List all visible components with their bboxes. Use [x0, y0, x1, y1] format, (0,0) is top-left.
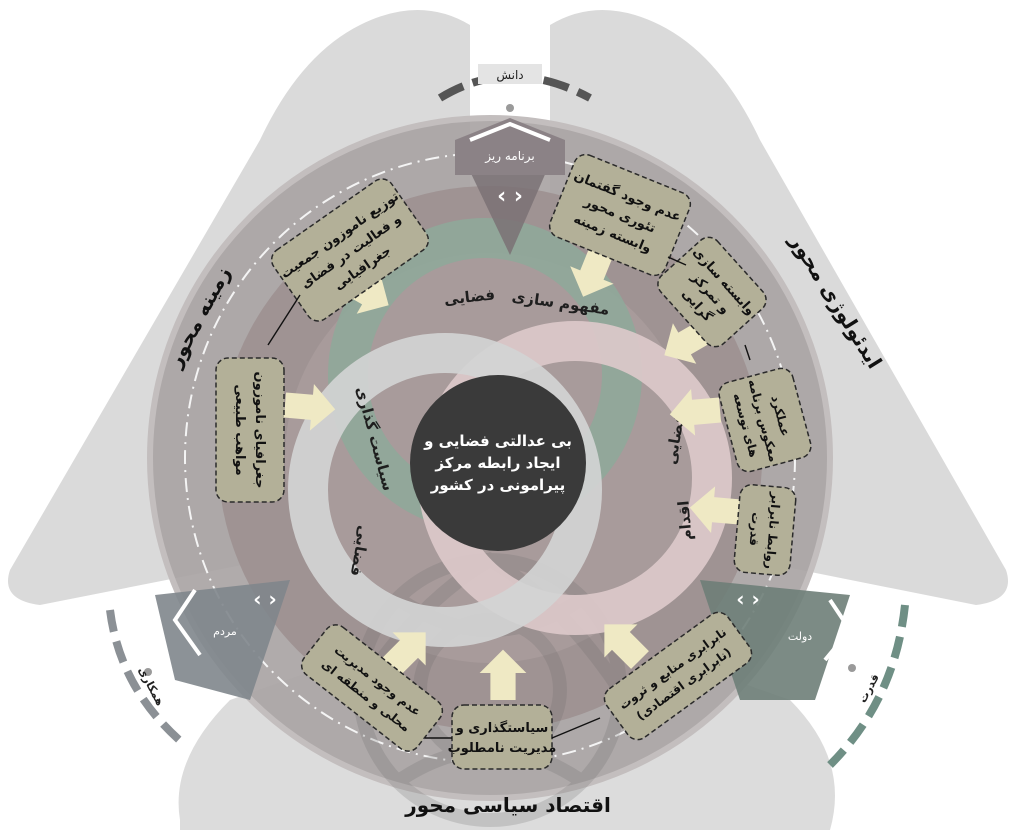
box4-line2: قدرت [747, 512, 764, 547]
factor-box-8: جغرافیای ناموزون مواهب طبیعی [215, 357, 285, 503]
actor-top: برنامه ریز ‹ › [455, 104, 565, 255]
actor-right-chevrons: ‹ › [736, 587, 759, 611]
connector-top-label: دانش [496, 68, 523, 83]
factor-box-4: روابط نابرابر قدرت [733, 483, 797, 577]
actor-left-chevrons: ‹ › [253, 587, 276, 611]
actor-left: مردم ‹ › [144, 580, 290, 700]
connector-right: قدرت [827, 604, 909, 768]
box8-line1: جغرافیای ناموزون [252, 371, 267, 488]
arrow-bottom [479, 649, 527, 700]
arrow-top-right [570, 245, 614, 297]
arrow-bottom-right [604, 624, 649, 669]
actor-left-label: مردم [213, 625, 237, 638]
box6-line2: مدیریت نامطلوب [448, 741, 557, 756]
factor-box-6: سیاستگذاری و مدیریت نامطلوب [448, 704, 557, 770]
center-text: بی عدالتی فضایی و ایجاد رابطه مرکز پیرام… [423, 432, 572, 495]
factor-box-2: وابسته سازی و تمرکز گرایی [657, 236, 767, 348]
factor-box-3: عملکرد معکوس برنامه های توسعه [718, 367, 812, 473]
arrow-right-2 [669, 389, 722, 436]
actor-top-label: برنامه ریز [484, 149, 534, 164]
center-line-2: ایجاد رابطه مرکز [434, 454, 560, 472]
center-circle [410, 375, 586, 551]
actor-top-chevrons: ‹ › [497, 184, 523, 209]
arrow-right-3 [689, 486, 742, 533]
center-line-1: بی عدالتی فضایی و [423, 432, 572, 450]
box6-line1: سیاستگذاری و [455, 720, 549, 736]
grey-ring [288, 333, 602, 647]
ring-top-word2: فضایی [443, 285, 496, 308]
box-links [267, 256, 751, 739]
connector-top: دانش [437, 64, 592, 102]
axis-bottom-label: اقتصاد سیاسی محور [404, 793, 611, 817]
ring-right-word1: اقدام [674, 500, 695, 541]
center-line-3: پیرامونی در کشور [430, 476, 566, 495]
actor-right-label: دولت [788, 630, 812, 643]
box8-line2: مواهب طبیعی [232, 384, 247, 475]
outer-ring-highlight [147, 115, 833, 801]
arrow-left [283, 384, 336, 431]
factor-box-9: توزیع ناموزون جمعیت و فعالیت در فضای جغر… [270, 178, 430, 322]
